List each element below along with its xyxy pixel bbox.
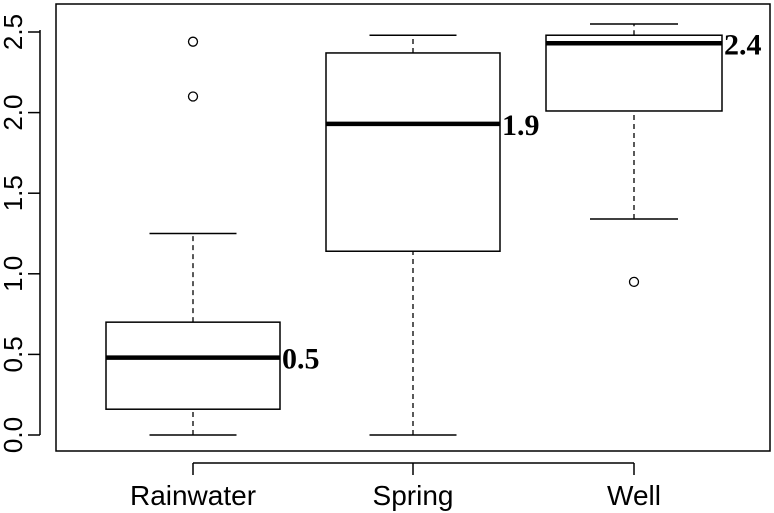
plot-frame (55, 3, 771, 452)
iqr-box (325, 52, 501, 252)
outlier-point (187, 36, 199, 47)
y-axis-ticks: 0.0 0.5 1.0 1.5 2.0 2.5 (0, 14, 40, 453)
median-label: 2.4 (724, 28, 762, 61)
y-tick-label: 2.5 (0, 14, 28, 50)
outlier-point (187, 91, 199, 102)
y-tick-label: 2.0 (0, 95, 28, 131)
box-well: 2.4 (545, 23, 762, 288)
y-tick-label: 0.0 (0, 417, 28, 453)
outlier-point (628, 276, 640, 288)
iqr-box (105, 321, 281, 410)
x-axis-ticks: Rainwater Spring Well (130, 463, 661, 511)
x-tick-label: Spring (373, 480, 454, 511)
median-label: 1.9 (502, 109, 540, 142)
x-tick-label: Rainwater (130, 480, 256, 511)
y-tick-label: 1.5 (0, 175, 28, 211)
y-tick-label: 0.5 (0, 336, 28, 372)
boxes-layer: 0.5 1.9 2.4 (105, 23, 762, 436)
iqr-box (545, 34, 723, 112)
median-label: 0.5 (282, 343, 320, 376)
box-rainwater: 0.5 (105, 36, 320, 436)
y-tick-label: 1.0 (0, 256, 28, 292)
box-spring: 1.9 (325, 34, 540, 436)
x-tick-label: Well (607, 480, 661, 511)
